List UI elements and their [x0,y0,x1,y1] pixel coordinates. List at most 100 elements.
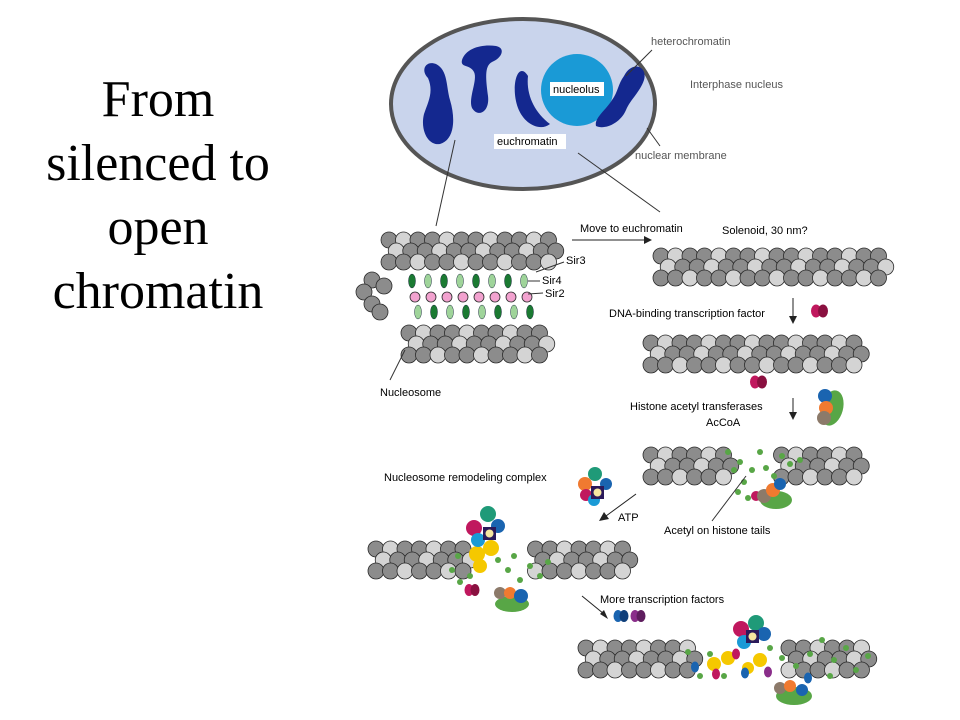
heterochromatin-label: heterochromatin [651,36,731,48]
silenced-fiber-bottom [400,324,556,364]
nucleosome [773,356,790,374]
bound-factor [464,584,480,596]
solenoid-label: Solenoid, 30 nm? [722,225,808,237]
nucleosome [768,269,786,287]
nucleosome [642,356,660,374]
nucleosome [754,269,771,287]
acetyl-group [771,473,777,479]
nucleosome [841,269,858,287]
acetyl-group [793,663,799,669]
nucleosome [375,277,393,295]
free-factor-purple [630,610,646,622]
more-tf-label: More transcription factors [600,594,725,606]
nucleosome [382,562,399,580]
nucleosome [458,346,476,364]
nucleosome [516,346,534,364]
nucleosome [525,253,543,271]
acetyl-group [757,449,763,455]
acetyl-groups [725,449,803,501]
nucleosome-pointer [389,349,406,381]
acetyl-group [853,667,859,673]
nucleosome [585,562,602,580]
atp-arrow [605,493,637,517]
acetyl-group [545,559,551,565]
sir-protein [408,273,416,289]
acetyl-group [787,461,793,467]
acetyl-group [537,573,543,579]
nucleosome [729,356,747,374]
sir-protein [462,304,470,320]
nucleosome [816,356,834,374]
nucleosome [425,562,443,580]
nucleosome [415,346,432,364]
sir3-label: Sir3 [566,255,586,267]
step-solenoid: Move to euchromatin Solenoid, 30 nm? [572,223,895,287]
nucleosome [355,283,373,301]
nucleosome [783,269,800,287]
title-line: open [107,199,209,256]
nucleosome [606,661,624,679]
nucleolus-label: nucleolus [553,84,600,96]
nucleosome [715,356,732,374]
sir-protein [430,304,438,320]
nucleosome [556,562,573,580]
nucleosome [809,661,827,679]
acetyl-group [797,457,803,463]
remodeled-fiber [367,540,639,580]
membrane-label: nuclear membrane [635,150,727,162]
acetyl-group [505,567,511,573]
nucleosome [592,661,609,679]
nucleosome [424,253,441,271]
nucleosome [367,562,385,580]
sir-protein [488,273,496,289]
interphase-nucleus: nucleolus euchromatin heterochromatin In… [389,17,783,227]
step-dna-binding: DNA-binding transcription factor [609,298,870,389]
move-arrowhead [644,236,652,244]
remodeling-complex [578,467,612,506]
nucleosome [444,346,461,364]
acetyl-group [517,577,523,583]
acetyl-label: Acetyl on histone tails [664,525,771,537]
bound-hat-complex [751,478,792,509]
nucleosome [380,253,398,271]
nucleosome [845,356,863,374]
solenoid-fiber [652,247,895,287]
remodeling-label: Nucleosome remodeling complex [384,472,547,484]
zoom-line-right [577,152,661,213]
acetylated-fiber [642,446,870,486]
nucleosome [541,562,559,580]
sir-protein [446,304,454,320]
nucleosome [758,356,776,374]
slide-title: From silenced to open chromatin [18,68,298,324]
acetyl-group [827,673,833,679]
title-line: From [101,71,215,128]
acetyl-group [457,579,463,585]
acetyl-group [725,449,731,455]
acetyl-group [511,553,517,559]
nucleosome [802,356,819,374]
heterochromatin-blob [514,71,550,128]
sir-protein [494,304,502,320]
heterochromatin-blob [595,66,645,128]
acetyl-group [737,459,743,465]
bound-remodeling-complex [466,506,505,573]
nucleosome [787,356,805,374]
nucleosome [599,562,617,580]
nucleosome [855,269,873,287]
sir2-protein [521,291,533,303]
nucleosome [725,269,742,287]
bound-transcription-factor [750,375,767,389]
nucleosome [715,468,732,486]
sir2-protein [473,291,485,303]
acetyl-group [527,563,533,569]
interphase-label: Interphase nucleus [690,79,783,91]
factor-bound-fiber [642,334,870,374]
nucleosome [621,661,638,679]
nucleosome [739,269,757,287]
nucleosome [511,253,528,271]
nucleosome [371,303,389,321]
step-more-factors: More transcription factors [577,594,878,705]
more-arrowhead [600,610,608,619]
nucleosome [710,269,728,287]
accoa-label: AcCoA [706,417,741,429]
